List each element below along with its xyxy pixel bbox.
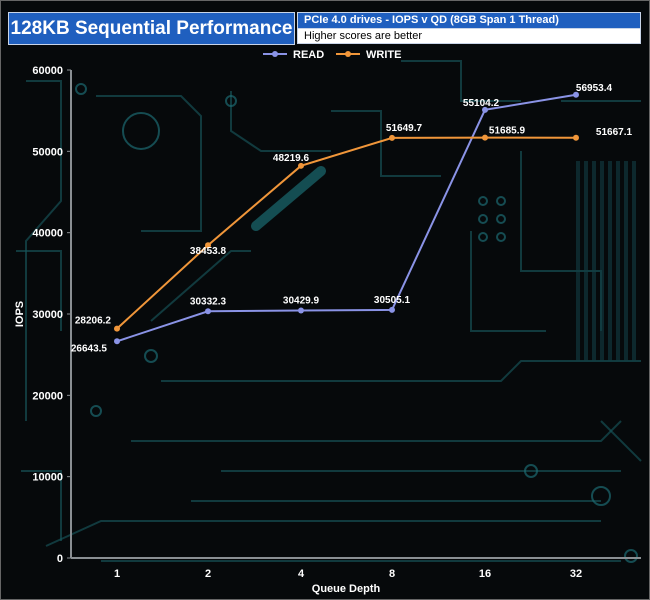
y-tick-label: 0 <box>57 553 63 565</box>
data-point-write <box>298 162 304 169</box>
circuit-trace <box>45 520 601 547</box>
data-label-write: 28206.2 <box>75 316 112 327</box>
data-label-read: 56953.4 <box>576 83 613 94</box>
circuit-trace <box>96 95 202 232</box>
circuit-node <box>496 232 506 242</box>
circuit-bus <box>584 161 588 361</box>
circuit-background <box>16 60 642 563</box>
circuit-node <box>524 464 538 478</box>
legend-marker <box>345 51 351 57</box>
data-point-read <box>205 308 211 315</box>
data-point-write <box>482 134 488 141</box>
circuit-bus <box>592 161 596 361</box>
x-tick-label: 1 <box>114 568 120 580</box>
data-label-read: 30429.9 <box>283 296 320 307</box>
circuit-node <box>478 196 488 206</box>
circuit-trace <box>131 420 622 442</box>
x-tick-labels: 1 2 4 8 16 32 <box>114 568 582 580</box>
circuit-node <box>144 349 158 363</box>
data-point-write <box>114 325 120 332</box>
data-label-read: 26643.5 <box>71 343 108 354</box>
circuit-node <box>90 405 102 417</box>
data-point-read <box>114 338 120 345</box>
y-axis-label: IOPS <box>14 301 26 327</box>
circuit-trace <box>331 110 441 177</box>
x-tick-label: 2 <box>205 568 211 580</box>
x-tick-label: 16 <box>479 568 491 580</box>
series-lines <box>116 93 577 343</box>
data-label-read: 30332.3 <box>190 296 227 307</box>
y-tick-label: 30000 <box>32 309 63 321</box>
chart-note: Higher scores are better <box>297 28 641 44</box>
circuit-bus <box>632 161 636 361</box>
data-label-write: 51649.7 <box>386 123 423 134</box>
data-label-read: 30505.1 <box>374 295 411 306</box>
data-point-write <box>205 242 211 249</box>
y-tick-label: 60000 <box>32 65 63 77</box>
y-tick-label: 10000 <box>32 472 63 484</box>
circuit-node <box>478 214 488 224</box>
y-tick-label: 50000 <box>32 146 63 158</box>
circuit-trace <box>21 470 62 541</box>
circuit-node <box>624 549 638 563</box>
circuit-node <box>496 196 506 206</box>
circuit-node <box>225 95 237 107</box>
circuit-bus <box>608 161 612 361</box>
data-point-read <box>298 307 304 314</box>
circuit-bus <box>624 161 628 361</box>
data-label-write: 51685.9 <box>489 126 526 137</box>
circuit-bus <box>616 161 620 361</box>
x-axis-label: Queue Depth <box>312 583 381 595</box>
subtitle-box: PCIe 4.0 drives - IOPS v QD (8GB Span 1 … <box>297 12 641 44</box>
y-tick-label: 20000 <box>32 390 63 402</box>
circuit-trace <box>600 420 642 462</box>
circuit-trace <box>25 80 62 421</box>
circuit-bus <box>576 161 580 361</box>
circuit-trace <box>230 91 331 152</box>
legend: READ WRITE <box>263 49 401 61</box>
chart-axes <box>70 70 641 559</box>
y-tick-label: 40000 <box>32 228 63 240</box>
circuit-chip <box>251 166 326 231</box>
circuit-node <box>591 486 611 506</box>
chart-subtitle: PCIe 4.0 drives - IOPS v QD (8GB Span 1 … <box>297 12 641 28</box>
data-labels: 26643.5 30332.3 30429.9 30505.1 55104.2 56953… <box>71 83 633 355</box>
circuit-node <box>496 214 506 224</box>
data-point-write <box>573 134 579 141</box>
data-label-write: 48219.6 <box>273 153 310 164</box>
data-point-read <box>573 91 579 98</box>
data-points <box>114 91 579 345</box>
x-tick-label: 8 <box>389 568 395 580</box>
legend-label: WRITE <box>366 49 401 61</box>
circuit-trace <box>401 60 521 102</box>
circuit-node <box>75 83 87 95</box>
data-label-read: 55104.2 <box>463 98 500 109</box>
circuit-trace <box>520 151 602 331</box>
circuit-bus <box>600 161 604 361</box>
data-point-read <box>482 106 488 113</box>
circuit-node <box>478 232 488 242</box>
circuit-node <box>122 112 160 150</box>
circuit-trace <box>150 250 251 322</box>
series-line-write <box>116 136 577 330</box>
chart-title: 128KB Sequential Performance <box>8 12 295 45</box>
circuit-trace <box>161 360 641 382</box>
circuit-trace <box>470 231 546 332</box>
y-tick-labels: 0 10000 20000 30000 40000 50000 60000 <box>32 65 71 565</box>
legend-label: READ <box>293 49 324 61</box>
data-label-write: 51667.1 <box>596 127 633 138</box>
circuit-trace <box>16 250 62 331</box>
data-label-write: 38453.8 <box>190 246 227 257</box>
data-point-write <box>389 134 395 141</box>
series-line-read <box>116 93 577 343</box>
x-tick-label: 4 <box>298 568 305 580</box>
x-tick-label: 32 <box>570 568 582 580</box>
legend-marker <box>272 51 278 57</box>
data-point-read <box>389 306 395 313</box>
